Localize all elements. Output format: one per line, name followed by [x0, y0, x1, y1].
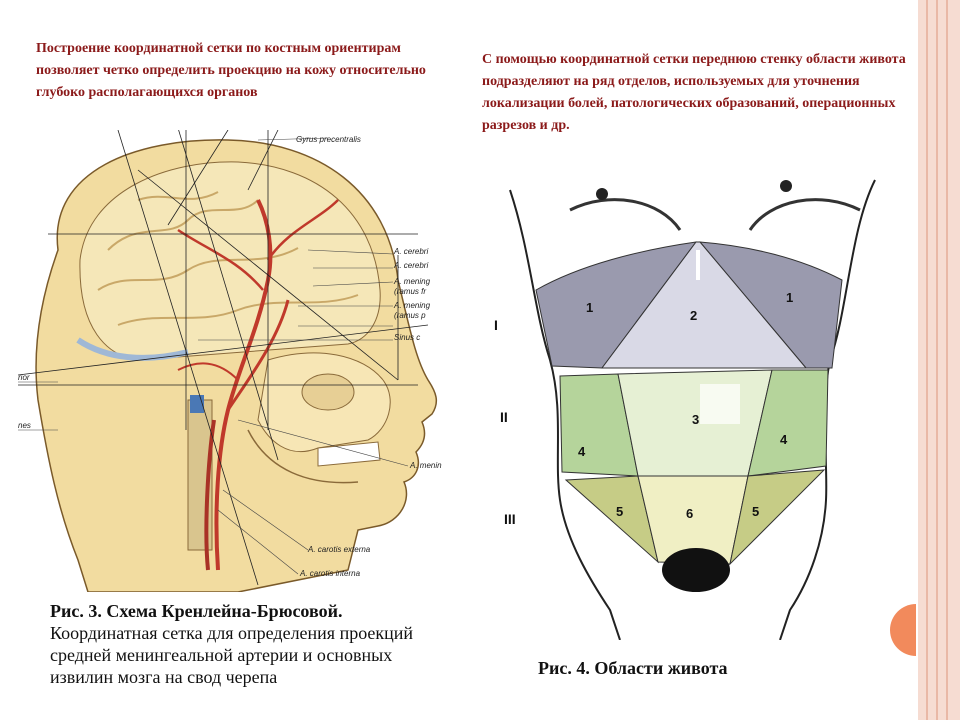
figure-3-line-3: извилин мозга на свод черепа — [50, 667, 278, 687]
zone-1-left-number: 1 — [586, 300, 593, 315]
label-carotis-interna: A. carotis interna — [299, 569, 361, 578]
zone-4-left-number: 4 — [578, 444, 586, 459]
zone-2 — [601, 241, 808, 369]
figure-3-line-2: средней менингеальной артерии и основных — [50, 645, 393, 665]
label-ramus-2: (ramus p — [394, 311, 426, 320]
label-mening-2: A. mening — [393, 301, 431, 310]
border-stripe — [926, 0, 928, 720]
zone-4-right-number: 4 — [780, 432, 788, 447]
figure-3-caption: Рис. 3. Схема Кренлейна-Брюсовой. Коорди… — [50, 600, 490, 688]
figure-4-caption: Рис. 4. Области живота — [538, 658, 728, 678]
label-mening-3: A. menin — [409, 461, 442, 470]
border-stripe — [946, 0, 948, 720]
row-label-II: II — [500, 409, 508, 425]
zone-2-number: 2 — [690, 308, 697, 323]
zone-5-left-number: 5 — [616, 504, 623, 519]
accent-tab — [890, 604, 916, 656]
right-border-decoration — [918, 0, 960, 720]
zone-3-number: 3 — [692, 412, 699, 427]
zone-5-right-number: 5 — [752, 504, 759, 519]
label-sinus: Sinus c — [394, 333, 420, 342]
zone-6-number: 6 — [686, 506, 693, 521]
label-cerebri-2: A. cerebri — [393, 261, 428, 270]
label-left-1: rior — [18, 373, 30, 382]
left-intro-text: Построение координатной сетки по костным… — [36, 41, 426, 100]
row-label-I: I — [494, 317, 498, 333]
head-schema-figure: Gyrus precentralis A. cerebri A. cerebri… — [18, 130, 442, 592]
label-gyrus: Gyrus precentralis — [296, 135, 361, 144]
zone-5-right — [729, 469, 826, 566]
zone-1-right-number: 1 — [786, 290, 793, 305]
figure-3-title: Рис. 3. Схема Кренлейна-Брюсовой. — [50, 601, 343, 621]
figure-3-line-1: Координатная сетка для определения проек… — [50, 623, 414, 643]
abdomen-regions-figure: 1 1 2 3 4 4 5 5 6 I II III — [494, 179, 876, 640]
zone-1-right — [698, 241, 843, 369]
label-left-2: nes — [18, 421, 31, 430]
border-stripe — [936, 0, 938, 720]
zone-4-right — [747, 369, 829, 477]
label-cerebri-1: A. cerebri — [393, 247, 428, 256]
row-label-III: III — [504, 511, 516, 527]
label-ramus-1: (ramus fr — [394, 287, 426, 296]
label-carotis-externa: A. carotis externa — [307, 545, 371, 554]
label-mening-1: A. mening — [393, 277, 431, 286]
right-intro-text: С помощью координатной сетки переднюю ст… — [482, 52, 906, 133]
